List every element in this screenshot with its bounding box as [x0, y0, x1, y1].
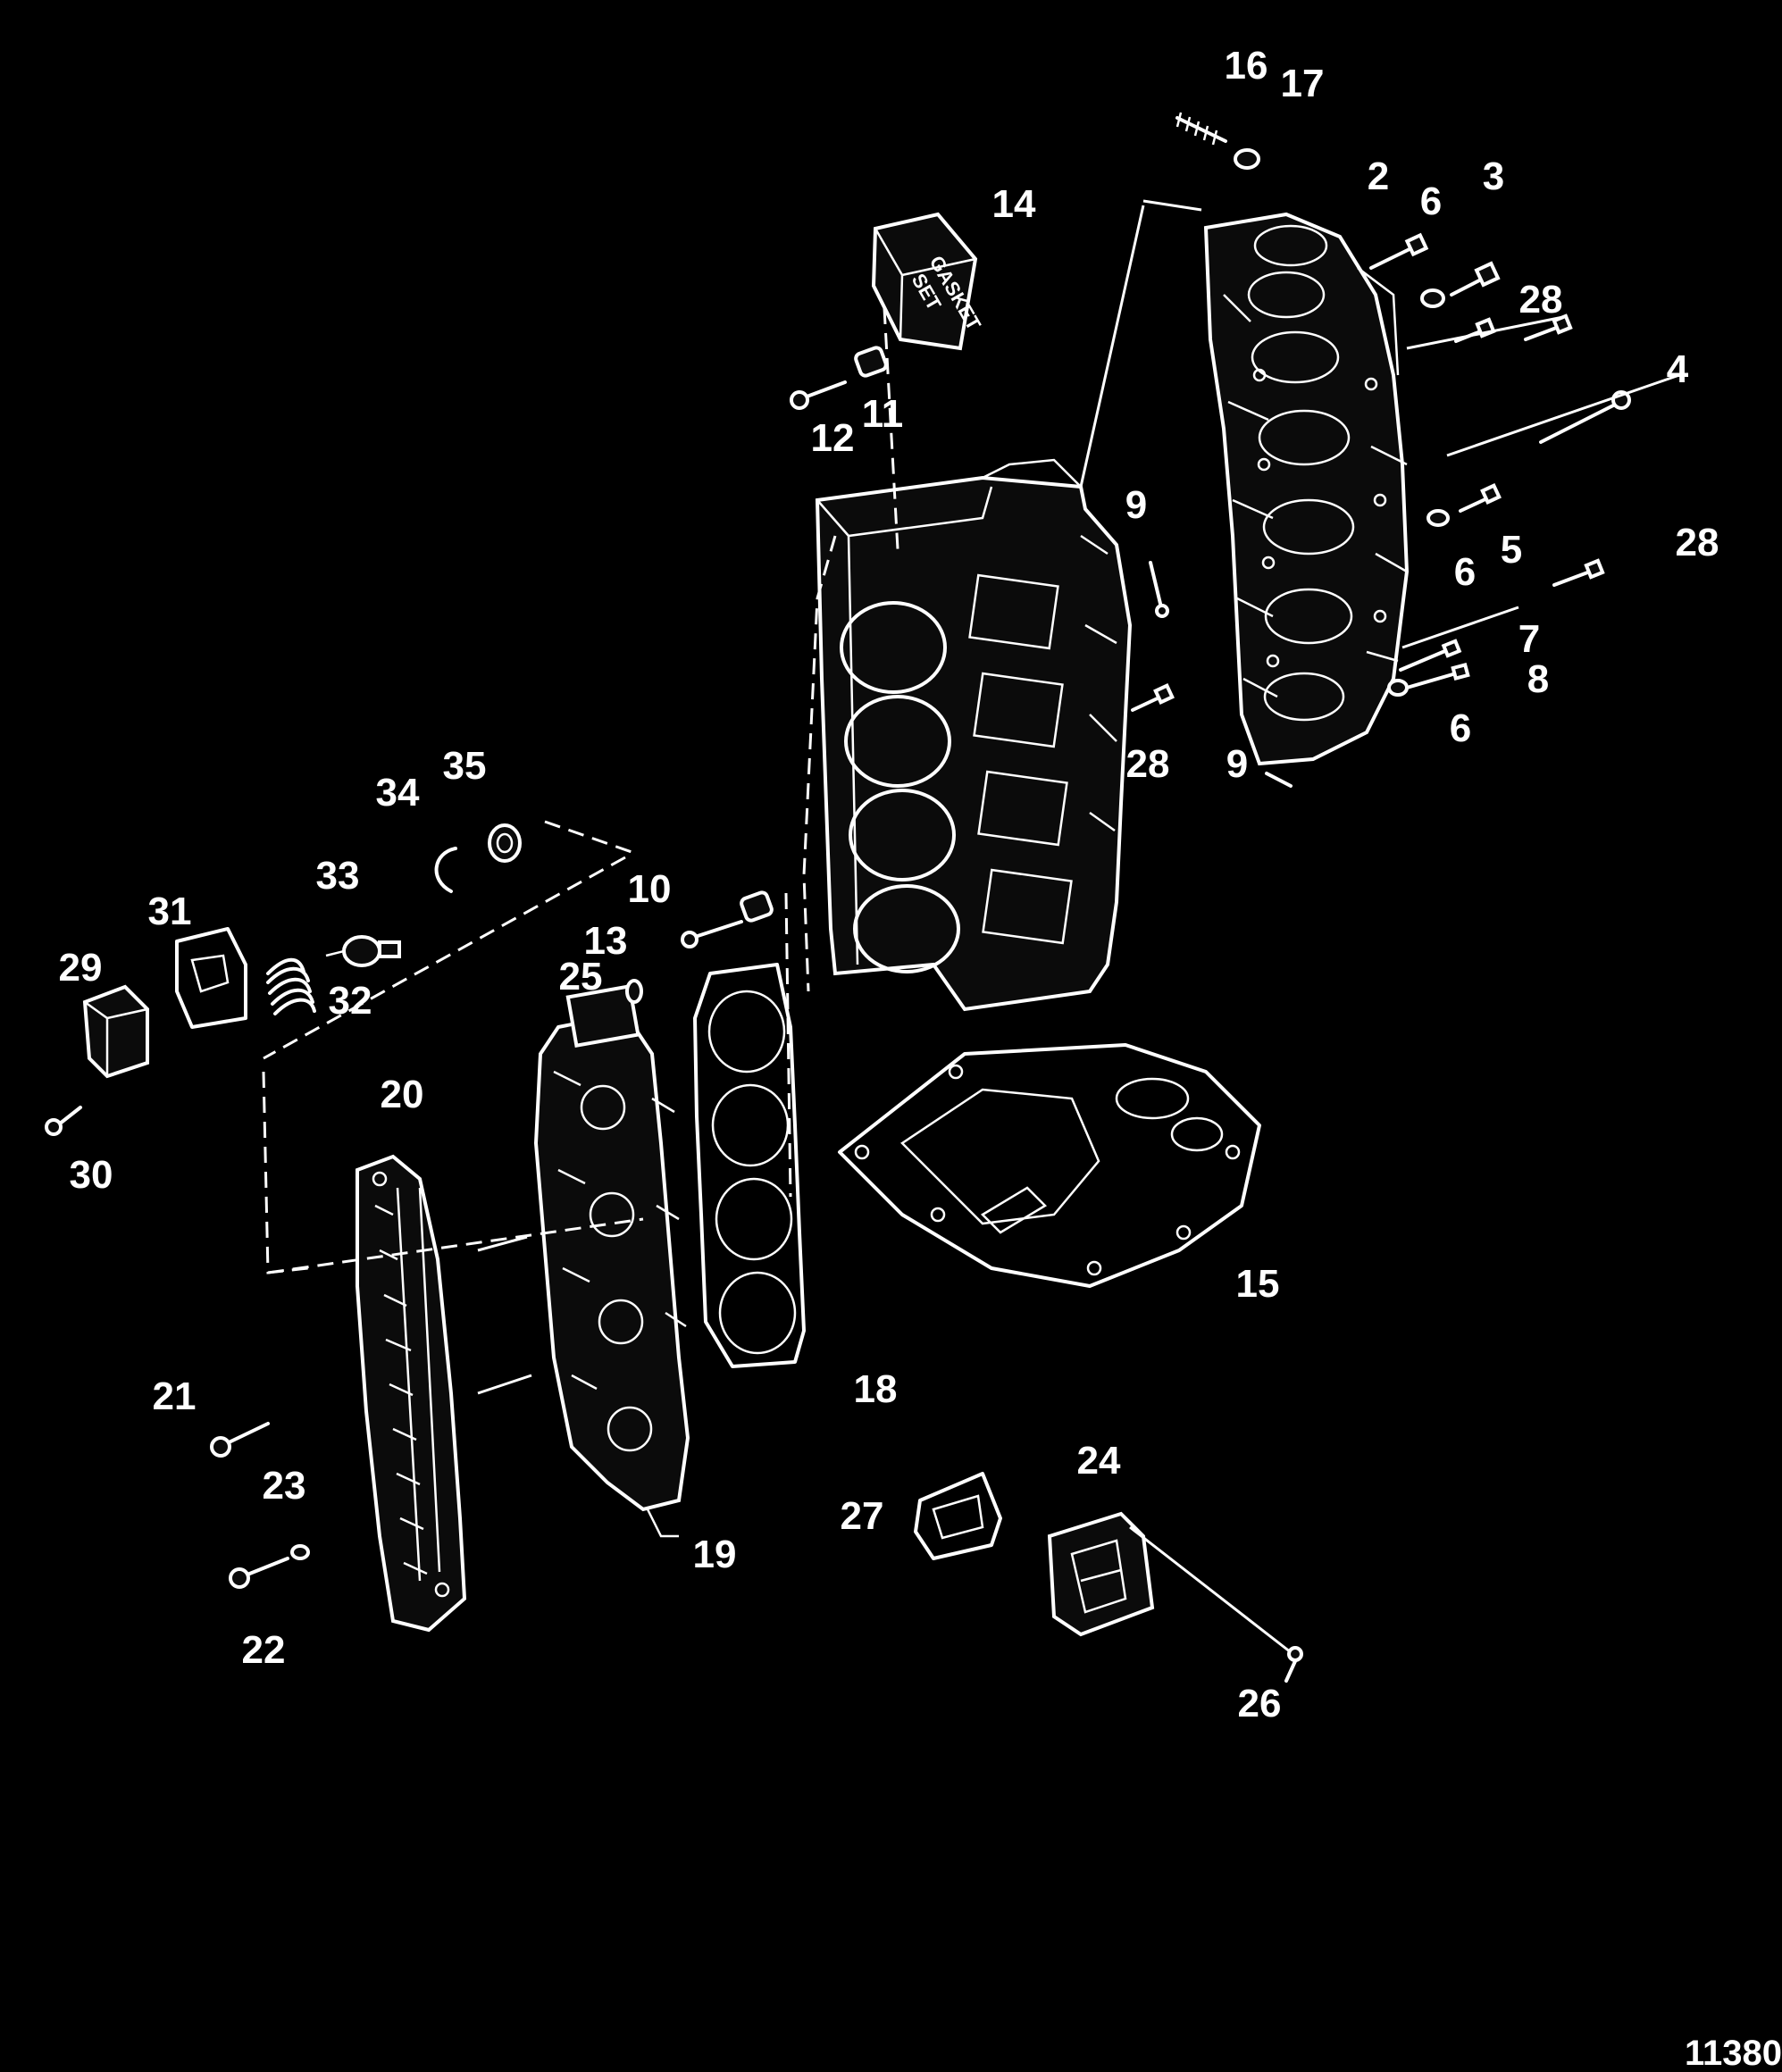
callout-31: 31	[148, 890, 192, 933]
callout-7: 7	[1518, 617, 1540, 661]
callout-24: 24	[1077, 1439, 1121, 1483]
pin-9-top	[1149, 561, 1169, 618]
head-gasket	[693, 963, 806, 1368]
callout-4: 4	[1667, 347, 1689, 391]
bolt-26	[1284, 1646, 1303, 1683]
bolt-16	[1175, 112, 1227, 146]
cover-24	[1047, 1511, 1155, 1637]
exhaust-plate-gasket	[838, 1043, 1261, 1288]
callout-25: 25	[559, 955, 603, 998]
washer-6-low	[1387, 679, 1409, 697]
bolt-13	[681, 920, 743, 948]
bolt-12	[790, 380, 847, 410]
bolt-30	[45, 1106, 82, 1136]
pin-9-low	[1265, 772, 1293, 788]
callout-27: 27	[841, 1494, 884, 1538]
callout-9-low: 9	[1226, 742, 1248, 786]
bolt-3	[1450, 261, 1501, 297]
callout-10: 10	[628, 867, 672, 911]
callout-11: 11	[862, 392, 904, 436]
washer-17	[1234, 148, 1260, 170]
callout-6-mid: 6	[1454, 550, 1476, 594]
callout-13: 13	[584, 919, 628, 963]
callout-34: 34	[376, 771, 420, 815]
washer-6-mid	[1426, 509, 1450, 527]
water-jacket-cover	[356, 1154, 467, 1633]
cover-gasket-27	[914, 1472, 1002, 1560]
thermostat-gasket-31	[175, 927, 247, 1029]
bolt-5	[1459, 483, 1502, 513]
callout-35: 35	[443, 744, 487, 788]
dowel-pin-11	[854, 346, 888, 378]
callout-19: 19	[693, 1533, 737, 1576]
bolt-21	[210, 1422, 270, 1458]
callout-30: 30	[70, 1153, 113, 1197]
bolt-2	[1369, 232, 1429, 270]
callout-28-right: 28	[1676, 521, 1719, 564]
callout-6-low: 6	[1450, 706, 1471, 750]
assembly-lines	[262, 199, 1680, 1654]
callout-23: 23	[263, 1464, 306, 1508]
bolts-7-8	[1399, 639, 1470, 689]
washer-6-top	[1420, 288, 1445, 308]
callout-12: 12	[811, 416, 855, 460]
callout-2: 2	[1368, 155, 1389, 198]
callout-9-top: 9	[1125, 483, 1147, 527]
callout-16: 16	[1225, 44, 1268, 88]
callout-labels: 2 3 4 5 6 6 6 7 8 9 9 10 11 12 13 14 15 …	[59, 44, 1719, 1725]
callout-32: 32	[329, 979, 372, 1023]
callout-33: 33	[316, 854, 360, 898]
washer-23	[290, 1544, 310, 1560]
sensor-25	[625, 979, 643, 1004]
callout-29: 29	[59, 946, 103, 990]
callout-22: 22	[242, 1628, 286, 1672]
callout-28-lower: 28	[1126, 742, 1170, 786]
callout-6-top: 6	[1420, 180, 1442, 223]
bolt-28-right	[1552, 558, 1605, 587]
drawing-number: 11380	[1685, 2034, 1782, 2072]
crankcase-half	[1203, 212, 1410, 766]
callout-3: 3	[1483, 155, 1504, 198]
callout-14: 14	[992, 182, 1036, 226]
thermostat-33	[325, 935, 401, 967]
bolt-22	[229, 1557, 289, 1589]
cylinder-head	[533, 984, 690, 1538]
callout-8: 8	[1527, 657, 1549, 701]
dowel-pin-10	[740, 890, 774, 923]
callout-18: 18	[854, 1367, 898, 1411]
thermostat-cover-29	[82, 984, 149, 1079]
spring-32	[266, 957, 316, 1015]
callout-15: 15	[1236, 1262, 1280, 1306]
callout-21: 21	[153, 1374, 197, 1418]
bolt-28-lower	[1131, 683, 1175, 712]
gasket-set-box: GASKET SET	[871, 212, 985, 351]
cylinder-block	[815, 458, 1133, 1012]
callout-26: 26	[1238, 1682, 1282, 1725]
callout-20: 20	[381, 1073, 424, 1116]
callout-17: 17	[1281, 62, 1325, 105]
callout-5: 5	[1501, 528, 1522, 572]
retainer-clip-34	[434, 847, 457, 893]
callout-28-top: 28	[1519, 278, 1563, 322]
seal-35	[488, 823, 522, 863]
